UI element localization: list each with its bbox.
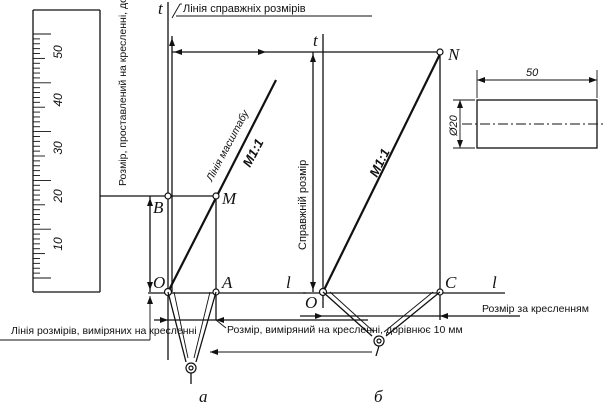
scale-line-b	[322, 49, 443, 293]
point-B-label: B	[153, 198, 164, 217]
part-diameter-label: Ø20	[448, 114, 460, 137]
axis-l-label-a: l	[286, 273, 291, 292]
axis-l-label-b: l	[492, 273, 497, 292]
measured-dim-label: Розмір, виміряний на кресленні, дорівнює…	[227, 324, 463, 336]
ratio-label-a: M1:1	[239, 136, 266, 169]
ruler-label-40: 40	[51, 93, 65, 107]
point-N	[436, 48, 444, 56]
point-C-label: C	[445, 273, 457, 292]
axis-t-label-a: t	[158, 0, 164, 18]
divider-icon-b	[322, 291, 441, 357]
measured-line-label: Лінія розмірів, виміряних на кресленні	[11, 325, 197, 337]
true-size-line-label: Лінія справжніх розмірів	[183, 3, 306, 15]
figure-b: t l Справжній розмір M1:1 N C O	[172, 31, 589, 406]
ruler-label-20: 20	[51, 189, 65, 204]
part-length-label: 50	[526, 67, 539, 79]
point-O-label-b: O	[305, 293, 317, 312]
dimension-on-drawing-label: Розмір, проставлений на кресленні, дорів…	[117, 0, 129, 186]
divider-icon-a	[167, 291, 217, 384]
point-M-label: M	[221, 189, 237, 208]
scale-line-a	[167, 79, 277, 293]
ratio-label-b: M1:1	[366, 146, 392, 179]
point-B	[164, 192, 172, 200]
true-size-label: Справжній розмір	[297, 160, 309, 250]
part-drawing: 50 Ø20	[448, 67, 604, 149]
ruler-label-30: 30	[51, 141, 65, 155]
size-per-drawing-label: Розмір за кресленням	[482, 303, 589, 315]
subfigure-label-b: б	[374, 387, 383, 406]
point-A-label: A	[221, 273, 233, 292]
ruler-label-50: 50	[51, 45, 65, 59]
point-N-label: N	[447, 45, 461, 64]
point-O-label-a: O	[153, 273, 165, 292]
point-M	[212, 192, 220, 200]
ruler-label-10: 10	[51, 237, 65, 251]
figure-a: t l Лінія справжніх розмірів B Розмір, п…	[0, 0, 463, 406]
axis-t-label-b: t	[313, 31, 319, 50]
subfigure-label-a: а	[199, 387, 208, 406]
ruler: 50 40 30 20 10	[32, 9, 101, 293]
